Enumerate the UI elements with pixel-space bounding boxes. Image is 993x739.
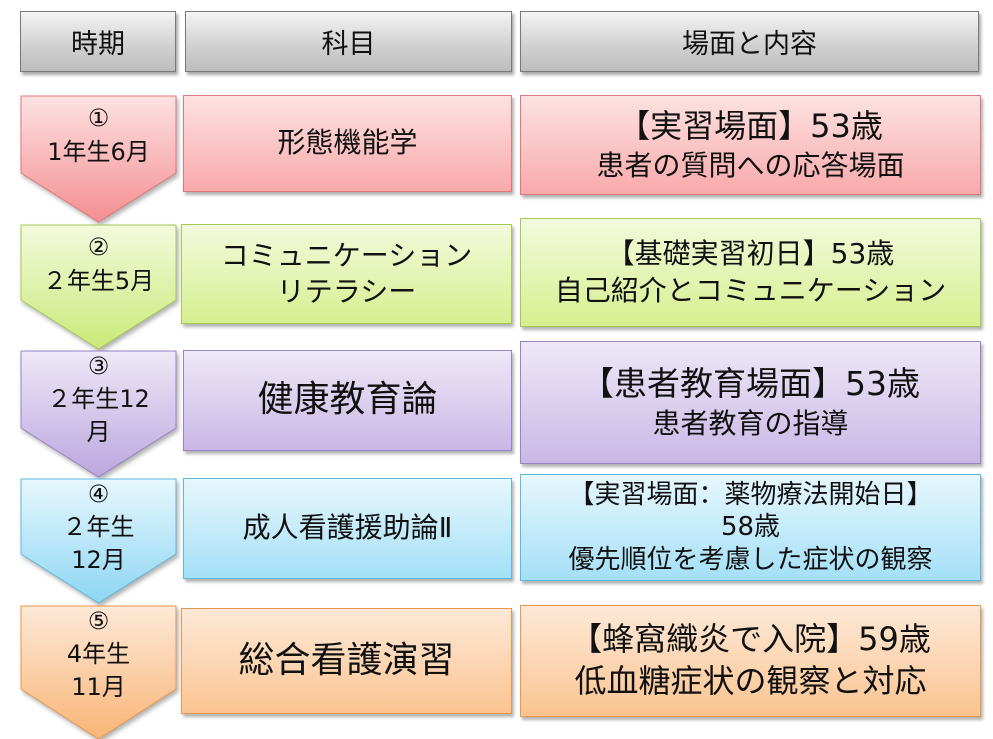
period-line-4a: ２年生 <box>62 513 135 541</box>
scene-line-2b: 自己紹介とコミュニケーション <box>554 273 947 307</box>
header-scene-label: 場面と内容 <box>682 29 817 60</box>
subject-box-1: 形態機能学 <box>183 95 512 192</box>
period-number-3: ③ <box>87 352 110 380</box>
period-line-4b: 12月 <box>71 546 126 574</box>
period-number-4: ④ <box>87 480 110 508</box>
subject-line-4a: 成人看護援助論Ⅱ <box>242 511 453 545</box>
header-period: 時期 <box>20 11 176 72</box>
period-line-3a: ２年生12 <box>47 385 150 413</box>
period-arrow-1-shape <box>20 95 177 223</box>
subject-line-2b: リテラシー <box>276 275 417 308</box>
header-scene: 場面と内容 <box>520 11 979 72</box>
scene-line-1b: 患者の質問への応答場面 <box>596 148 905 182</box>
subject-box-3: 健康教育論 <box>183 350 512 451</box>
scene-line-1a: 【実習場面】53歳 <box>618 107 883 145</box>
subject-line-1a: 形態機能学 <box>277 126 418 160</box>
period-arrow-4-shape <box>20 478 177 604</box>
scene-box-1: 【実習場面】53歳 患者の質問への応答場面 <box>520 95 981 195</box>
scene-line-3b: 患者教育の指導 <box>652 406 849 440</box>
scene-line-4b: 58歳 <box>720 512 781 543</box>
scene-box-3: 【患者教育場面】53歳 患者教育の指導 <box>520 341 981 464</box>
subject-line-3a: 健康教育論 <box>257 379 438 421</box>
period-number-5: ⑤ <box>87 607 110 635</box>
period-line-3b: 月 <box>86 418 111 446</box>
subject-box-4: 成人看護援助論Ⅱ <box>183 478 512 579</box>
period-arrow-5: ⑤ 4年生 11月 <box>20 605 177 739</box>
period-line-5b: 11月 <box>71 673 126 701</box>
period-number-1: ① <box>87 104 110 132</box>
period-arrow-4: ④ ２年生 12月 <box>20 478 177 604</box>
period-line-5a: 4年生 <box>66 640 131 668</box>
period-line-1a: 1年生6月 <box>47 138 150 166</box>
scene-line-5a: 【蜂窩織炎で入院】59歳 <box>570 620 931 659</box>
period-arrow-1: ① 1年生6月 <box>20 95 177 223</box>
period-arrow-5-shape <box>20 605 177 739</box>
scene-line-5b: 低血糖症状の観察と対応 <box>574 662 927 700</box>
subject-line-5a: 総合看護演習 <box>238 639 455 681</box>
subject-box-5: 総合看護演習 <box>181 608 512 714</box>
period-arrow-3-shape <box>20 350 177 478</box>
scene-box-4: 【実習場面：薬物療法開始日】 58歳 優先順位を考慮した症状の観察 <box>520 474 981 581</box>
period-number-2: ② <box>87 233 110 261</box>
subject-line-2a: コミュニケーション <box>220 238 473 272</box>
period-line-2a: ２年生5月 <box>42 267 155 295</box>
period-arrow-2: ② ２年生5月 <box>20 224 177 350</box>
scene-box-2: 【基礎実習初日】53歳 自己紹介とコミュニケーション <box>520 218 981 327</box>
scene-line-3a: 【患者教育場面】53歳 <box>581 363 920 403</box>
scene-line-4c: 優先順位を考慮した症状の観察 <box>568 544 933 575</box>
header-subject-label: 科目 <box>321 29 376 60</box>
header-period-label: 時期 <box>71 29 125 60</box>
scene-line-4a: 【実習場面：薬物療法開始日】 <box>568 479 933 510</box>
scene-box-5: 【蜂窩織炎で入院】59歳 低血糖症状の観察と対応 <box>520 605 981 717</box>
subject-box-2: コミュニケーション リテラシー <box>181 224 512 324</box>
period-arrow-2-shape <box>20 224 177 350</box>
header-subject: 科目 <box>185 11 512 72</box>
scene-line-2a: 【基礎実習初日】53歳 <box>606 237 895 271</box>
period-arrow-3: ③ ２年生12 月 <box>20 350 177 478</box>
